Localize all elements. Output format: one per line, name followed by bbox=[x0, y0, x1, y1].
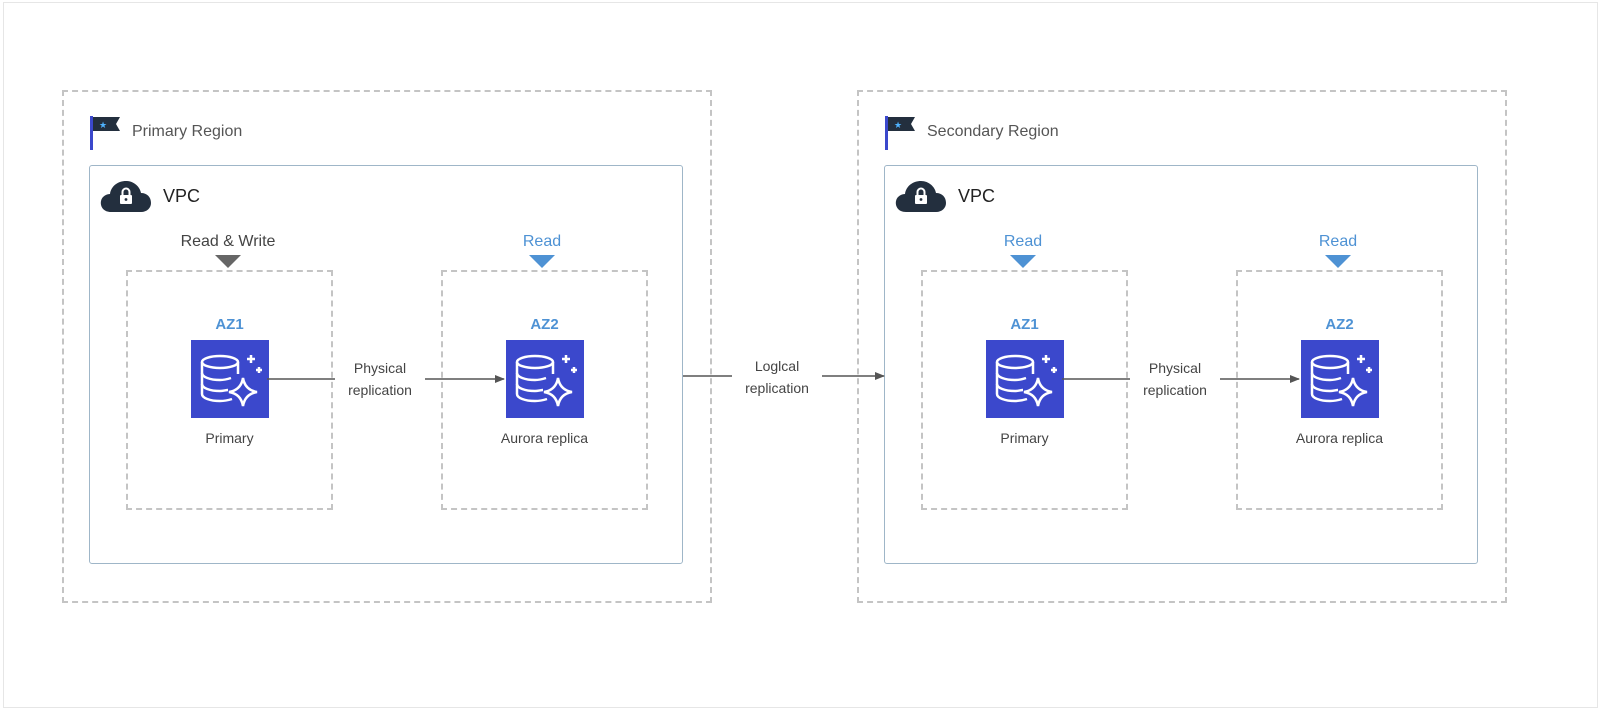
aurora-database-icon[interactable] bbox=[986, 340, 1064, 418]
az-label: AZ2 bbox=[1325, 316, 1354, 333]
label-line-1: Loglcal bbox=[754, 358, 800, 374]
vpc-header: VPC bbox=[99, 178, 200, 214]
label-line-1: Physical bbox=[353, 360, 407, 376]
region-title: Secondary Region bbox=[927, 123, 1059, 140]
primary-az1: AZ1 Primary bbox=[126, 270, 333, 510]
aurora-database-icon[interactable] bbox=[506, 340, 584, 418]
db-label: Primary bbox=[205, 430, 254, 446]
region-title: Primary Region bbox=[132, 123, 243, 140]
access-label: Read bbox=[1003, 233, 1043, 250]
aurora-database-icon[interactable] bbox=[1301, 340, 1379, 418]
access-label: Read bbox=[1318, 233, 1358, 250]
access-read: Read bbox=[1228, 233, 1448, 268]
vpc-cloud-lock-icon bbox=[100, 181, 151, 212]
vpc-label: VPC bbox=[958, 185, 996, 206]
az-label: AZ2 bbox=[530, 316, 559, 333]
access-read: Read bbox=[913, 233, 1133, 268]
diagram-frame bbox=[3, 2, 1598, 708]
access-read: Read bbox=[432, 233, 652, 268]
vpc-cloud-lock-icon bbox=[895, 181, 946, 212]
svg-text:★: ★ bbox=[894, 121, 902, 131]
down-triangle-icon bbox=[529, 255, 555, 268]
aurora-database-icon[interactable] bbox=[191, 340, 269, 418]
primary-az2: AZ2 Aurora replica bbox=[441, 270, 648, 510]
access-read-write: Read & Write bbox=[118, 233, 338, 268]
down-triangle-icon bbox=[1010, 255, 1036, 268]
label-line-2: replication bbox=[348, 382, 412, 398]
secondary-region: ★ Secondary Region bbox=[857, 90, 1507, 603]
az-label: AZ1 bbox=[1010, 316, 1039, 333]
down-triangle-icon bbox=[1325, 255, 1351, 268]
label-line-2: replication bbox=[745, 380, 809, 396]
db-label: Aurora replica bbox=[1295, 430, 1384, 446]
db-label: Aurora replica bbox=[500, 430, 589, 446]
region-flag-icon: ★ bbox=[90, 116, 120, 150]
access-label: Read & Write bbox=[180, 233, 276, 250]
az-label: AZ1 bbox=[215, 316, 244, 333]
primary-region: ★ Primary Region bbox=[62, 90, 712, 603]
physical-replication-label: Physical replication bbox=[335, 357, 425, 401]
label-line-2: replication bbox=[1143, 382, 1207, 398]
primary-region-header: ★ Primary Region bbox=[90, 114, 242, 150]
access-label: Read bbox=[522, 233, 562, 250]
logical-replication-label: Loglcal replication bbox=[732, 355, 822, 399]
region-flag-icon: ★ bbox=[885, 116, 915, 150]
secondary-az2: AZ2 Aurora replica bbox=[1236, 270, 1443, 510]
vpc-header: VPC bbox=[894, 178, 995, 214]
physical-replication-label: Physical replication bbox=[1130, 357, 1220, 401]
svg-text:★: ★ bbox=[99, 121, 107, 131]
label-line-1: Physical bbox=[1148, 360, 1202, 376]
down-triangle-icon bbox=[215, 255, 241, 268]
db-label: Primary bbox=[1000, 430, 1049, 446]
secondary-az1: AZ1 Primary bbox=[921, 270, 1128, 510]
vpc-label: VPC bbox=[163, 185, 201, 206]
secondary-region-header: ★ Secondary Region bbox=[885, 114, 1059, 150]
